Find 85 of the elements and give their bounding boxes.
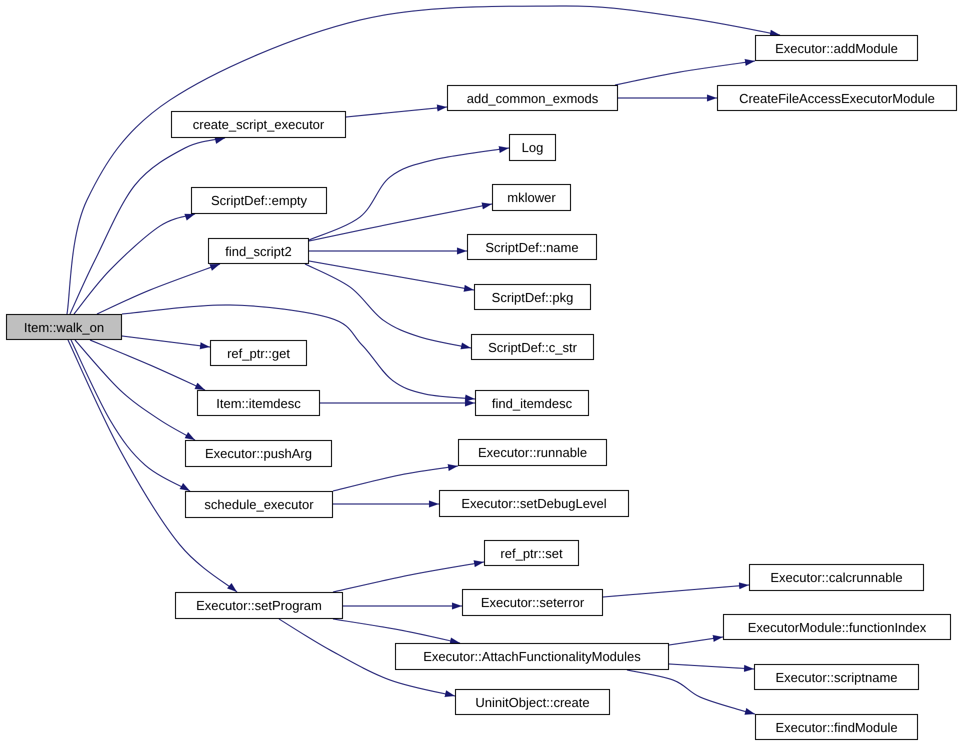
function-box [6, 314, 122, 340]
function-name: ScriptDef::c_str [488, 340, 577, 354]
function-name: Executor::scriptname [775, 670, 898, 684]
function-name: ScriptDef::pkg [492, 290, 574, 304]
arrow [278, 618, 456, 698]
function-name: Executor::findModule [775, 720, 898, 734]
function-name: ref_ptr::set [500, 546, 563, 560]
function-box [723, 614, 951, 640]
function-name: find_itemdesc [492, 396, 572, 410]
function-name: CreateFileAccessExecutorModule [739, 92, 935, 104]
function-box [475, 390, 589, 416]
function-box [447, 85, 618, 111]
arrow [66, 6, 780, 314]
function-box [191, 187, 327, 214]
function-name: ExecutorModule::functionIndex [748, 620, 926, 634]
function-box [755, 35, 918, 61]
function-name: Executor::pushArg [205, 447, 312, 460]
function-box [455, 689, 610, 715]
arrow [346, 104, 448, 118]
arrow [70, 340, 190, 492]
function-box [755, 714, 918, 740]
arrow [618, 94, 718, 102]
function-box [471, 334, 594, 360]
function-name: UninitObject::create [475, 696, 590, 708]
function-name: ref_ptr::get [227, 346, 290, 360]
function-name: Executor::seterror [480, 596, 584, 609]
function-name: Executor::runnable [478, 446, 588, 459]
function-name: create_script_executor [192, 118, 324, 131]
function-box [175, 592, 343, 619]
function-name: mklower [507, 191, 556, 204]
function-name: Executor::AttachFunctionalityModules [423, 650, 641, 663]
arrow [122, 336, 210, 350]
function-box [749, 564, 924, 591]
arrow [668, 664, 754, 672]
function-box [210, 340, 307, 366]
function-name: Item::walk_on [24, 320, 104, 334]
arrow [308, 260, 474, 292]
arrow [96, 264, 220, 314]
function-box [492, 184, 571, 211]
function-name: find_script2 [225, 244, 292, 258]
function-box [185, 440, 332, 467]
function-box [458, 439, 607, 466]
arrow [626, 670, 756, 715]
function-box [197, 390, 320, 416]
function-name: Executor::addModule [775, 42, 898, 54]
arrow [308, 146, 510, 240]
arrow [332, 464, 458, 492]
arrow [320, 400, 476, 406]
arrow [74, 213, 196, 314]
arrow [342, 602, 462, 610]
arrow [90, 340, 206, 390]
arrow [122, 304, 476, 402]
function-name: Log [522, 141, 544, 154]
function-name: ScriptDef::name [485, 240, 579, 254]
function-box [171, 111, 346, 138]
function-box [462, 589, 603, 616]
function-name: ScriptDef::empty [210, 194, 308, 207]
function-box [717, 85, 957, 111]
function-box [185, 491, 333, 518]
arrow [68, 340, 238, 592]
arrow [602, 582, 750, 598]
function-name: schedule_executor [204, 498, 314, 511]
function-box [467, 234, 597, 260]
arrow [308, 202, 492, 242]
function-box [395, 643, 669, 670]
arrow [332, 500, 440, 508]
function-box [509, 134, 556, 161]
function-box [208, 238, 309, 264]
function-box [484, 540, 579, 566]
function-name: Executor::calcrunnable [770, 571, 903, 584]
arrow [614, 58, 756, 86]
arrow [668, 635, 724, 646]
function-name: Executor::setProgram [196, 599, 322, 612]
function-box [474, 284, 591, 310]
function-name: Item::itemdesc [216, 396, 301, 410]
arrow [74, 340, 196, 440]
function-box [754, 664, 919, 690]
function-name: add_common_exmods [466, 92, 598, 104]
arrow [304, 264, 472, 350]
function-box [439, 490, 629, 517]
arrow [332, 560, 484, 592]
arrow [308, 248, 468, 254]
arrow [332, 618, 460, 644]
arrow [70, 136, 226, 314]
function-name: Executor::setDebugLevel [461, 497, 607, 510]
